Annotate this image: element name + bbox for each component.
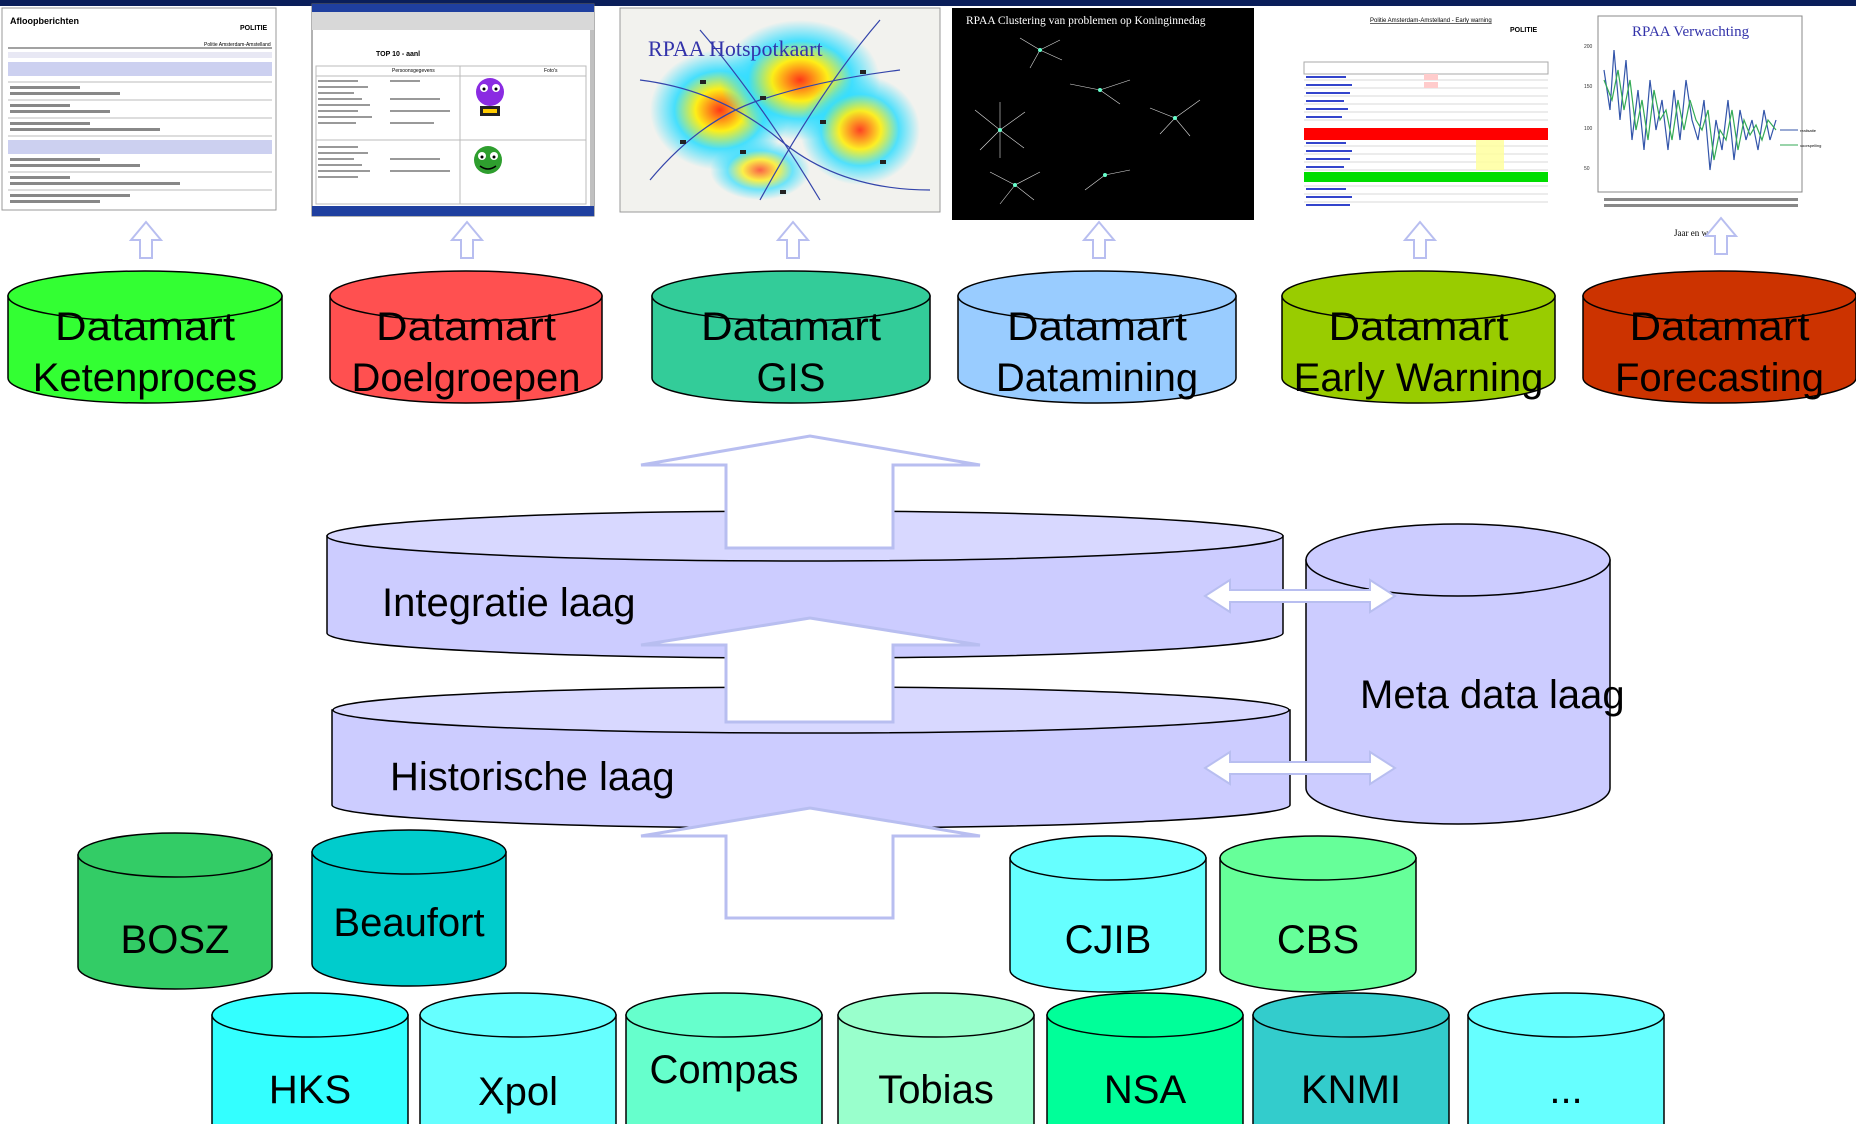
politie-logo: POLITIE xyxy=(240,25,268,32)
thumbnail-early-warning: Politie Amsterdam-Amstelland - Early war… xyxy=(1292,8,1552,216)
politie-logo: POLITIE xyxy=(1510,27,1538,34)
forecast-series-voorspelling xyxy=(1603,69,1777,161)
source-cylinder: CJIB xyxy=(1009,835,1207,993)
source-label: KNMI xyxy=(1301,1068,1401,1112)
thumbnail-title: RPAA Hotspotkaart xyxy=(648,36,823,61)
up-arrow-icon xyxy=(640,434,981,550)
datamart-label-line2: Datamining xyxy=(996,356,1198,400)
thumbnail-gis: RPAA Hotspotkaart xyxy=(619,7,941,213)
datamart-label-line1: Datamart xyxy=(1329,305,1509,349)
datamart-label-line1: Datamart xyxy=(376,305,556,349)
source-label: ... xyxy=(1549,1068,1582,1112)
metadata-laag-label: Meta data laag xyxy=(1360,673,1625,717)
up-arrow-icon xyxy=(775,220,811,259)
datamart-label-line1: Datamart xyxy=(55,305,235,349)
source-label: CJIB xyxy=(1065,918,1152,962)
thumbnail-title: TOP 10 - aanl xyxy=(376,51,420,58)
datamart-label-line2: Early Warning xyxy=(1294,356,1544,400)
datamart-label-line1: Datamart xyxy=(1007,305,1187,349)
thumbnail-datamining: RPAA Clustering van problemen op Koningi… xyxy=(952,8,1254,220)
datamarts: DatamartKetenprocesDatamartDoelgroepenDa… xyxy=(7,270,1856,404)
datamart-label-line2: Ketenproces xyxy=(33,356,258,400)
y-tick-label: 50 xyxy=(1584,166,1590,172)
datamart-label-line1: Datamart xyxy=(701,305,881,349)
thumbnail-forecasting: RPAA Verwachting 200 150 100 50 realisat… xyxy=(1582,8,1856,240)
source-systems: BOSZ Beaufort CJIB CBS HKS Xpol Compas Tobias NS… xyxy=(77,829,1665,1124)
column-header-persoonsgegevens: Persoonsgegevens xyxy=(392,68,435,74)
y-tick-label: 100 xyxy=(1584,126,1593,132)
avatar-green xyxy=(474,146,502,174)
layer-arrows xyxy=(640,434,981,920)
thumbnail-title: RPAA Verwachting xyxy=(1632,24,1750,40)
up-arrow-icon xyxy=(449,220,485,259)
thumbnail-title: RPAA Clustering van problemen op Koningi… xyxy=(966,15,1206,27)
source-label: CBS xyxy=(1277,918,1359,962)
source-label: Xpol xyxy=(478,1070,558,1114)
thumbnail-ketenproces: Afloopberichten POLITIE Politie Amsterda… xyxy=(1,7,277,211)
up-arrow-icon xyxy=(128,220,164,259)
avatar-purple xyxy=(476,78,504,116)
source-label: HKS xyxy=(269,1068,351,1112)
metadata-links xyxy=(1203,578,1397,786)
thumbnail-arrows xyxy=(128,216,1739,259)
up-arrow-icon xyxy=(1402,220,1438,259)
historische-laag-label: Historische laag xyxy=(390,755,675,799)
integratie-laag-label: Integratie laag xyxy=(382,581,636,625)
double-arrow-icon xyxy=(1203,578,1397,614)
up-arrow-icon xyxy=(640,806,981,920)
x-axis-label: Jaar en week xyxy=(1674,228,1721,238)
source-cylinder: Xpol xyxy=(419,992,617,1124)
legend-realisatie: realisatie xyxy=(1800,128,1817,133)
datamart-label-line2: Doelgroepen xyxy=(351,356,580,400)
source-label: Tobias xyxy=(878,1068,994,1112)
source-label: Beaufort xyxy=(333,901,484,945)
datamart-label-line2: Forecasting xyxy=(1615,356,1824,400)
thumbnail-title: Afloopberichten xyxy=(10,16,79,26)
source-label: BOSZ xyxy=(121,918,230,962)
source-label: NSA xyxy=(1104,1068,1187,1112)
source-cylinder: CBS xyxy=(1219,835,1417,993)
thumbnail-doelgroepen: TOP 10 - aanl Persoonsgegevens Foto's xyxy=(311,3,595,217)
datamart-label-line1: Datamart xyxy=(1630,305,1810,349)
double-arrow-icon xyxy=(1203,750,1397,786)
thumbnail-subtitle: Politie Amsterdam-Amstelland xyxy=(204,42,271,48)
source-cylinder: NSA xyxy=(1046,992,1244,1124)
source-cylinder: Compas xyxy=(625,992,823,1124)
source-cylinder: Beaufort xyxy=(311,829,507,987)
top-strip xyxy=(0,0,1856,6)
y-tick-label: 150 xyxy=(1584,84,1593,90)
source-cylinder: KNMI xyxy=(1252,992,1450,1124)
source-cylinder: BOSZ xyxy=(77,832,273,990)
y-tick-label: 200 xyxy=(1584,44,1593,50)
metadata-laag-cylinder xyxy=(1305,523,1611,825)
source-cylinder: ... xyxy=(1467,992,1665,1124)
source-cylinder: Tobias xyxy=(837,992,1035,1124)
legend-voorspelling: voorspelling xyxy=(1800,143,1821,148)
up-arrow-icon xyxy=(1703,216,1739,255)
source-cylinder: HKS xyxy=(211,992,409,1124)
column-header-fotos: Foto's xyxy=(544,68,558,74)
source-label: Compas xyxy=(650,1048,799,1092)
datamart-label-line2: GIS xyxy=(757,356,826,400)
up-arrow-icon xyxy=(1081,220,1117,259)
thumbnail-title: Politie Amsterdam-Amstelland - Early war… xyxy=(1370,18,1492,24)
forecast-series-realisatie xyxy=(1603,49,1777,171)
up-arrow-icon xyxy=(640,616,981,724)
